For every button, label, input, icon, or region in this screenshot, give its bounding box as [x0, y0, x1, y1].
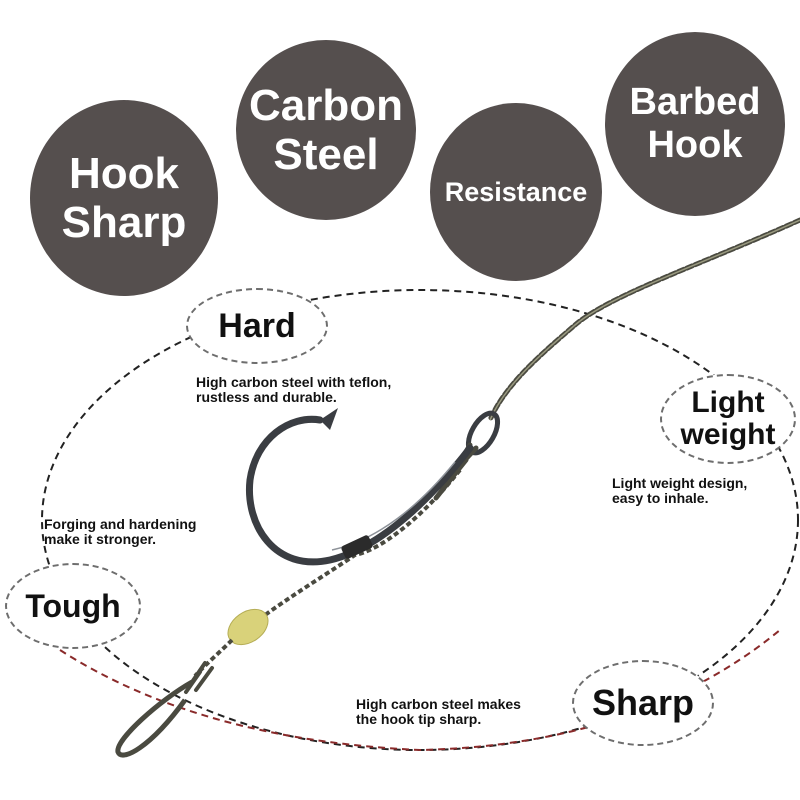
feature-desc-sharp: High carbon steel makes the hook tip sha… [356, 697, 521, 727]
badge-resistance: Resistance [430, 103, 602, 281]
badge-carbon-steel: Carbon Steel [236, 40, 416, 220]
badge-text: Barbed [629, 81, 761, 124]
end-loop [115, 679, 194, 758]
fish-hook-icon [245, 415, 474, 566]
desc-line: rustless and durable. [196, 389, 337, 405]
feature-bubble-light-weight: Light weight [660, 374, 796, 464]
feature-label: Light [691, 385, 765, 419]
desc-line: the hook tip sharp. [356, 711, 482, 727]
badge-text: Resistance [444, 176, 588, 207]
lower-line [193, 638, 234, 678]
badge-text: Steel [273, 130, 379, 179]
badge-text: Sharp [61, 198, 187, 247]
feature-desc-tough: Forging and hardening make it stronger. [44, 517, 196, 547]
lower-knot [184, 661, 214, 694]
badge-hook-sharp: Hook Sharp [30, 100, 218, 296]
desc-line: Forging and hardening [44, 516, 197, 532]
desc-line: easy to inhale. [612, 490, 709, 506]
shrink-tube [341, 535, 373, 559]
badge-text: Carbon [249, 80, 403, 130]
feature-label: weight [680, 418, 776, 451]
feature-label: Hard [218, 306, 296, 345]
feature-label: Tough [25, 587, 121, 624]
feature-desc-hard: High carbon steel with teflon, rustless … [196, 375, 391, 405]
desc-line: Light weight design, [612, 475, 748, 491]
desc-line: make it stronger. [44, 531, 157, 547]
feature-bubble-tough: Tough [5, 563, 141, 649]
feature-bubble-sharp: Sharp [572, 660, 714, 746]
badge-text: Hook [68, 148, 179, 198]
fishing-line-inner [489, 219, 800, 421]
feature-label: Sharp [591, 681, 695, 723]
desc-line: High carbon steel with teflon, [196, 374, 392, 390]
hook-barb [320, 408, 338, 430]
feature-desc-light-weight: Light weight design, easy to inhale. [612, 476, 747, 506]
badge-barbed-hook: Barbed Hook [605, 32, 785, 216]
feature-bubble-hard: Hard [186, 288, 328, 364]
hook-highlight [331, 461, 456, 551]
bead-icon [227, 608, 269, 646]
badge-text: Hook [647, 124, 743, 166]
desc-line: High carbon steel makes [356, 696, 521, 712]
